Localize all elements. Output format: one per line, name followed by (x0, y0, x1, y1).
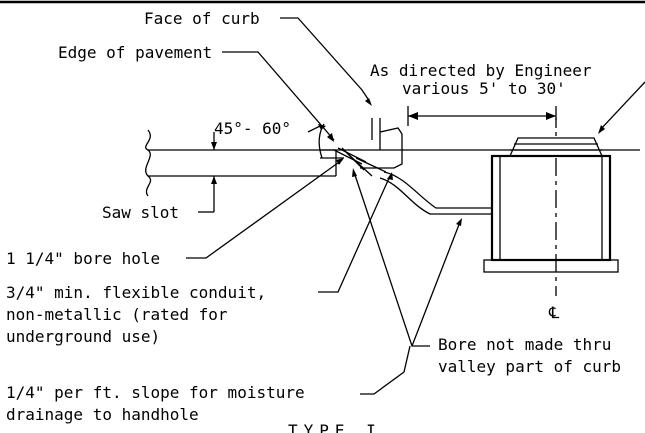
label-as-directed: As directed by Engineer (370, 61, 592, 80)
label-slope-2: drainage to handhole (6, 405, 199, 424)
face-of-curb-leader (280, 17, 372, 106)
label-conduit-2: non-metallic (rated for (6, 305, 228, 324)
label-bore-not-2: valley part of curb (438, 357, 621, 376)
label-various: various 5' to 30' (402, 79, 566, 98)
pavement-slab (145, 129, 337, 197)
label-slope-1: 1/4" per ft. slope for moisture (6, 383, 305, 402)
saw-slot-marker (198, 132, 217, 213)
curb (320, 118, 640, 169)
label-conduit-1: 3/4" min. flexible conduit, (6, 283, 266, 302)
edge-of-pavement-leader (222, 51, 335, 142)
bore-not-made-leader (352, 168, 462, 347)
label-bore-hole: 1 1/4" bore hole (6, 249, 160, 268)
bore-conduit (333, 147, 492, 215)
label-edge-of-pavement: Edge of pavement (58, 43, 212, 62)
label-centerline: ℄ (548, 303, 560, 322)
conduit-leader (318, 172, 393, 293)
label-bore-not-1: Bore not made thru (438, 335, 611, 354)
label-conduit-3: underground use) (6, 327, 160, 346)
label-saw-slot: Saw slot (102, 203, 179, 222)
angle-marker (307, 123, 344, 159)
label-angle: 45°- 60° (214, 119, 291, 138)
slope-leader (360, 345, 411, 395)
bore-hole-leader (186, 158, 344, 259)
label-type: TYPE I (288, 421, 382, 433)
lid-leader (598, 81, 645, 134)
distance-dimension (407, 106, 557, 126)
handhole (483, 137, 619, 273)
label-face-of-curb: Face of curb (144, 9, 260, 28)
